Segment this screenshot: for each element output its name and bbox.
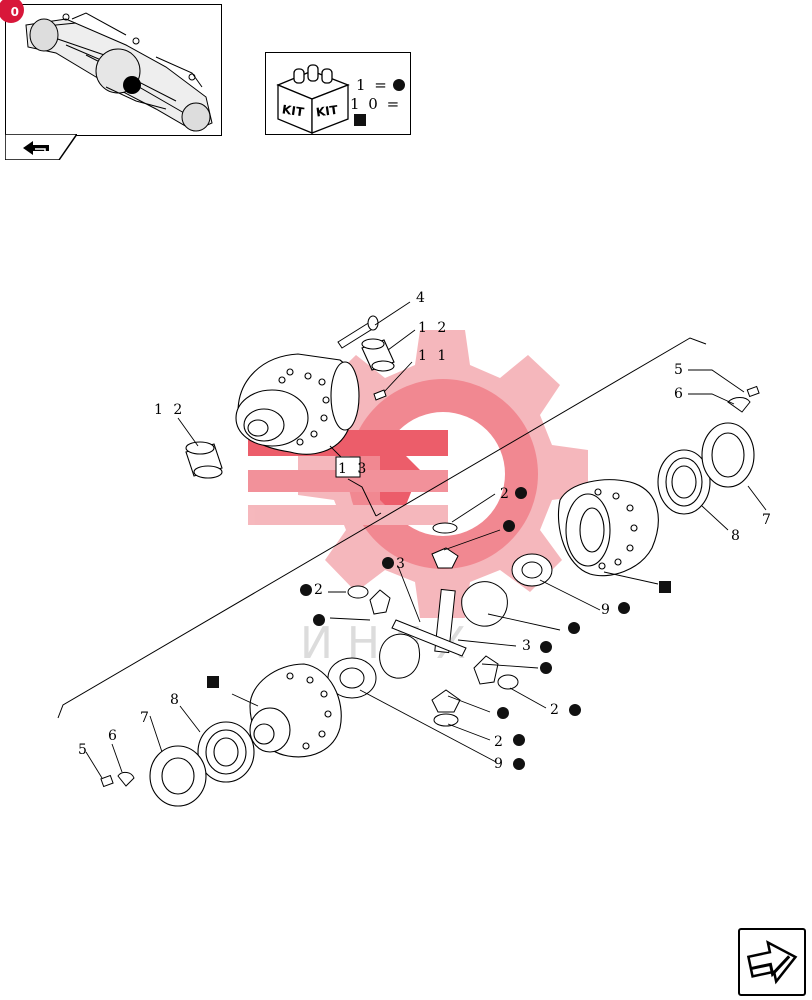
kit-markers <box>207 487 671 770</box>
ring-nut-part-7-right <box>701 422 755 488</box>
highlight-marker <box>123 76 141 94</box>
callout-12-upper: 1 2 <box>418 320 449 336</box>
kit-box-icon: KIT KIT <box>276 64 350 134</box>
page-badge: 0 <box>0 0 24 23</box>
watermark-logo <box>248 330 588 618</box>
screw-plate-5-6-left <box>100 771 135 788</box>
kit-circle-marker <box>515 487 527 499</box>
assembly-frame <box>57 337 707 719</box>
next-page-arrow-icon <box>746 940 798 985</box>
screw-plate-5-6-right <box>727 385 760 413</box>
callout-2-c: 2 <box>550 702 562 718</box>
kit-circle-marker <box>513 734 525 746</box>
kit-legend-line-1: 1 = <box>356 77 405 93</box>
pinion-lower <box>431 689 461 713</box>
kit-circle-marker <box>513 758 525 770</box>
kit-square-marker <box>207 676 219 688</box>
callout-5-left: 5 <box>78 742 90 758</box>
kit-circle-marker <box>568 622 580 634</box>
callout-13: 1 3 <box>338 461 369 477</box>
kit-circle-marker <box>540 641 552 653</box>
differential-housing-assembled <box>235 353 360 455</box>
callout-11: 1 1 <box>418 348 449 364</box>
callout-2-d: 2 <box>494 734 506 750</box>
square-symbol-icon <box>354 114 366 126</box>
callout-12-left: 1 2 <box>154 402 185 418</box>
bearing-part-8-left <box>197 721 255 783</box>
ring-nut-part-7-left <box>149 745 207 807</box>
kit-circle-marker <box>540 662 552 674</box>
pinion-right <box>473 655 499 685</box>
callout-13-box <box>335 456 361 478</box>
kit-circle-marker <box>300 584 312 596</box>
callout-6-left: 6 <box>108 728 120 744</box>
washer-part-2c <box>497 674 519 690</box>
callout-6-right: 6 <box>674 386 686 402</box>
bearing-part-8-right <box>657 449 711 515</box>
housing-half-left <box>249 663 342 758</box>
callout-2-b: 2 <box>314 582 326 598</box>
callout-8-left: 8 <box>170 692 182 708</box>
cross-shaft-part-3 <box>434 588 456 654</box>
callout-4: 4 <box>416 290 428 306</box>
bush-part-12-upper <box>361 338 395 372</box>
kit-circle-marker <box>618 602 630 614</box>
callout-labels: 4 1 2 1 1 1 2 1 3 5 6 7 8 2 3 2 9 3 2 2 … <box>78 290 774 772</box>
washer-part-2b <box>347 585 369 599</box>
pinion-left <box>369 589 391 615</box>
pin-part-4 <box>337 315 379 349</box>
kit-circle-marker <box>382 557 394 569</box>
kit-circle-marker <box>569 704 581 716</box>
callout-5-right: 5 <box>674 362 686 378</box>
side-gear-right <box>461 581 508 627</box>
kit-label-right: KIT <box>315 103 339 120</box>
callout-9-left: 9 <box>494 756 506 772</box>
kit-circle-marker <box>497 707 509 719</box>
washer-part-2d <box>433 713 459 727</box>
callout-3-upper: 3 <box>396 556 408 572</box>
callout-3-lower: 3 <box>522 638 534 654</box>
pinion-upper <box>431 547 459 569</box>
callout-8-right: 8 <box>731 528 743 544</box>
kit-legend-line-2: 1 0 = <box>350 96 410 128</box>
callout-7-left: 7 <box>140 710 152 726</box>
internal-gear-set <box>327 522 553 727</box>
axle-thumbnail-drawing <box>25 12 213 132</box>
housing-half-right <box>557 479 659 577</box>
return-arrow-icon <box>23 141 52 155</box>
cross-shaft-part-3b <box>391 619 467 657</box>
bush-part-12-left <box>185 441 223 479</box>
roll-pin-part-11 <box>373 389 387 401</box>
kit-circle-marker <box>503 520 515 532</box>
callout-2-a: 2 <box>500 486 512 502</box>
kit-circle-marker <box>313 614 325 626</box>
circle-symbol-icon <box>392 79 405 91</box>
next-page-button[interactable] <box>738 928 806 996</box>
washer-part-2a <box>432 522 458 534</box>
leader-lines <box>85 301 767 779</box>
kit-square-marker <box>659 581 671 593</box>
callout-9-right: 9 <box>601 602 613 618</box>
thumbnail-tab[interactable] <box>4 133 79 161</box>
kit-label-left: KIT <box>281 102 305 119</box>
axle-thumbnail[interactable]: 0 <box>0 0 222 136</box>
side-gear-left <box>379 633 420 679</box>
kit-legend: KIT KIT 1 = 1 0 = <box>265 52 411 135</box>
callout-7-right: 7 <box>762 512 774 528</box>
